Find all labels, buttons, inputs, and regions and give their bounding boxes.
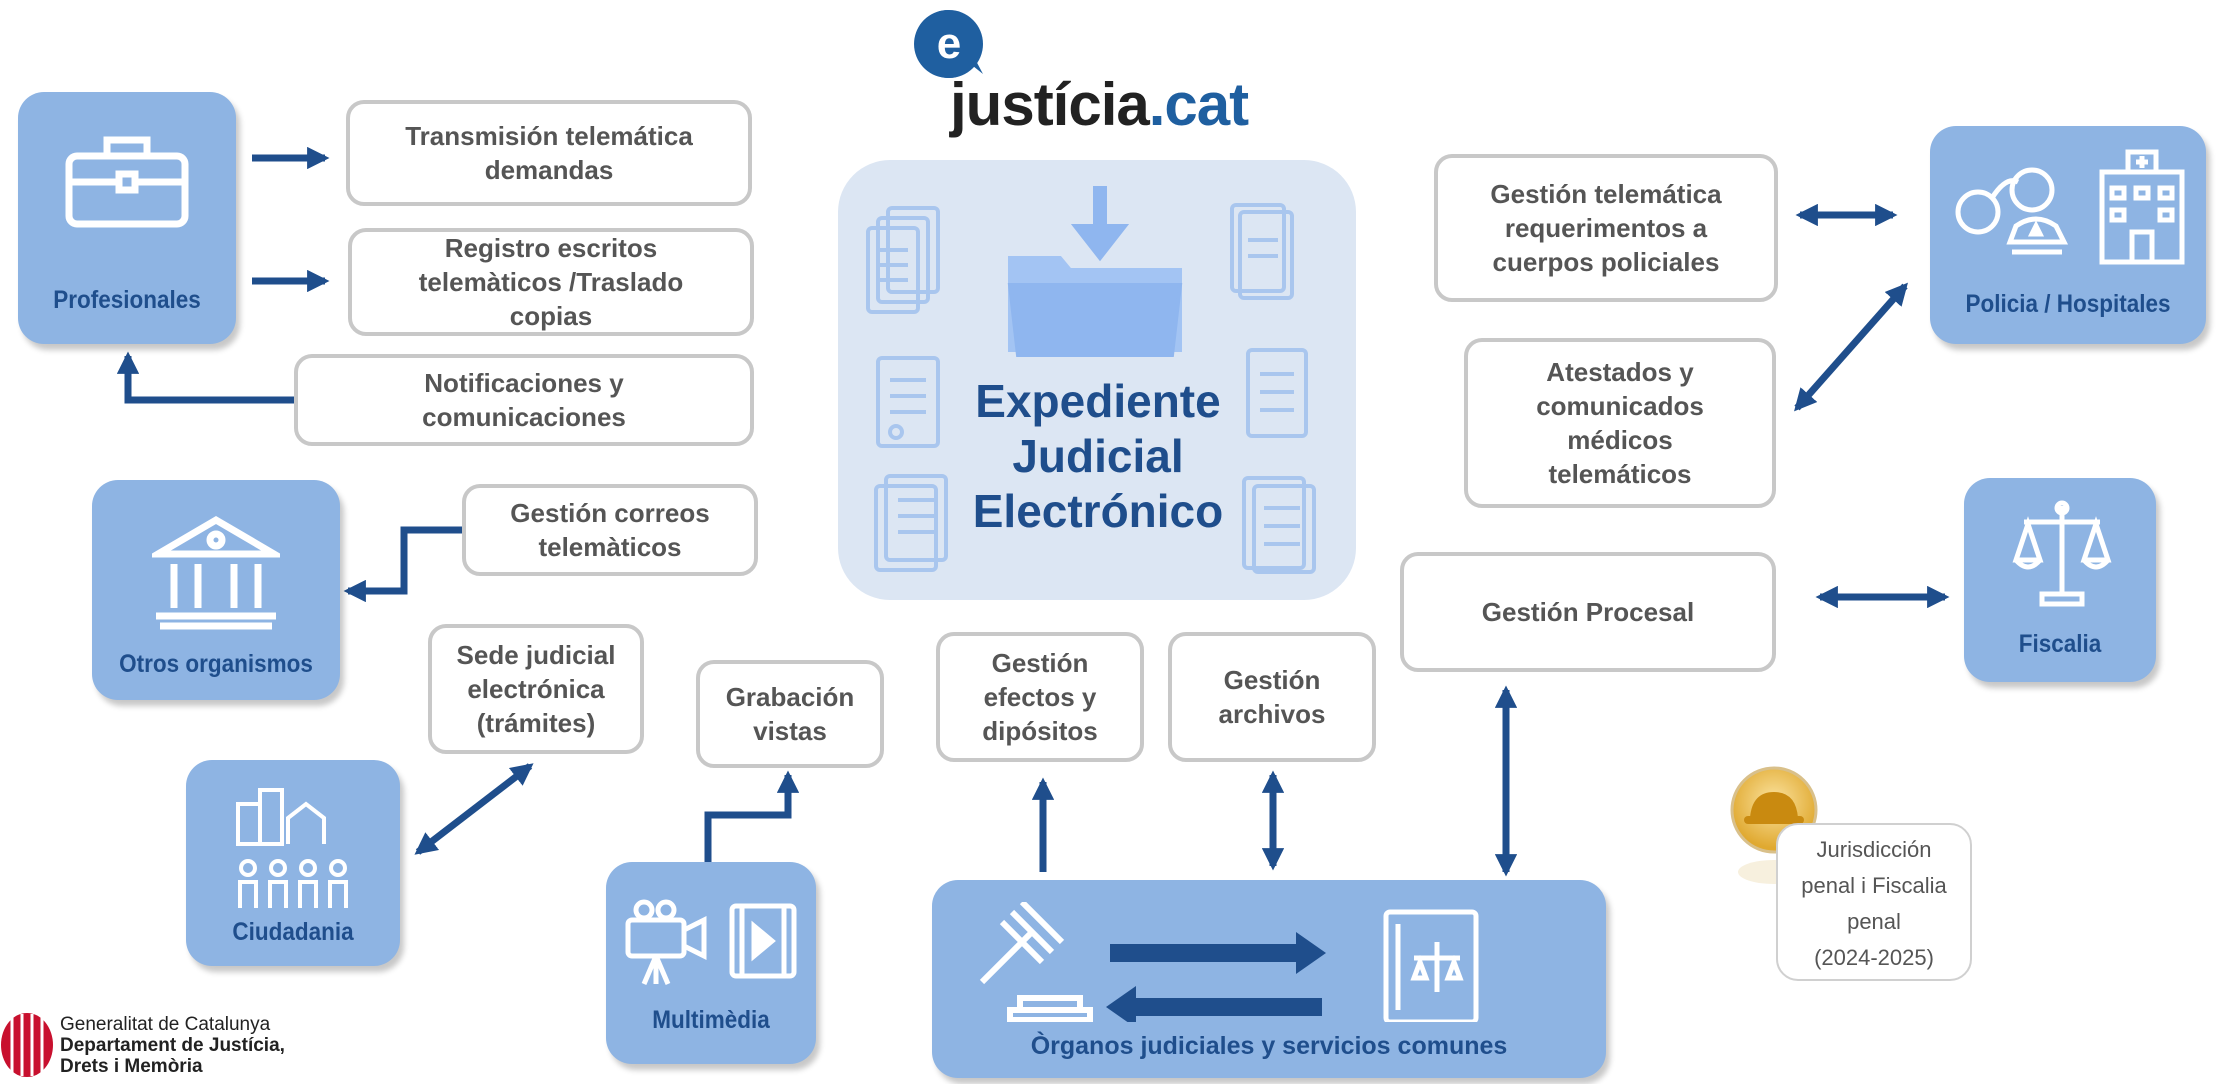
actor-label-policia-hospitales: Policia / Hospitales (1965, 290, 2171, 318)
actor-label-fiscalia: Fiscalia (2018, 630, 2102, 658)
court-gavel-law-book-icon (979, 902, 1479, 1022)
process-notificaciones: Notificaciones y comunicaciones (294, 354, 754, 446)
arrow-ciudadania-sede (414, 763, 534, 855)
arrow-atestados-policia (1794, 282, 1908, 412)
actor-multimedia: Multimèdia (606, 862, 816, 1064)
actor-fiscalia: Fiscalia (1964, 478, 2156, 682)
logo-e-letter: e (937, 19, 961, 68)
arrow-multimedia-grabacion (704, 770, 800, 862)
actor-label-otros-organismos: Otros organismos (119, 650, 313, 678)
briefcase-icon (65, 136, 189, 228)
footer-generalitat: Generalitat de Catalunya Departament de … (60, 1014, 285, 1077)
actor-label-profesionales: Profesionales (53, 286, 201, 314)
process-atestados: Atestados y comunicados médicos telemáti… (1464, 338, 1776, 508)
process-efectos: Gestión efectos y dipósitos (936, 632, 1144, 762)
actor-otros-organismos: Otros organismos (92, 480, 340, 700)
actor-label-ciudadania: Ciudadania (232, 918, 354, 946)
process-registro: Registro escritos telemàticos /Traslado … (348, 228, 754, 336)
actor-organos: Òrganos judiciales y servicios comunes (932, 880, 1606, 1078)
phase-badge (1776, 823, 1972, 981)
actor-profesionales: Profesionales (18, 92, 236, 344)
footer-line-3: Drets i Memòria (60, 1056, 203, 1077)
actor-ciudadania: Ciudadania (186, 760, 400, 966)
scales-of-justice-icon (2012, 500, 2112, 607)
process-grabacion: Grabación vistas (696, 660, 884, 768)
actor-label-organos: Òrganos judiciales y servicios comunes (1030, 1032, 1508, 1060)
phase-badge-text: Jurisdicción penal i Fiscalia penal (202… (1801, 837, 1947, 970)
footer-line-1: Generalitat de Catalunya (60, 1014, 271, 1035)
brand-suffix: .cat (1148, 71, 1249, 138)
footer-line-2: Departament de Justícia, (60, 1035, 285, 1056)
arrow-notificaciones-profesionales (116, 351, 296, 404)
ejusticia-logo-icon: e (914, 9, 983, 78)
arrow-correos-otros (343, 526, 464, 603)
government-building-icon (152, 515, 280, 630)
brand-main: justícia (950, 71, 1150, 138)
actor-label-multimedia: Multimèdia (652, 1006, 770, 1034)
video-camera-icon (625, 899, 797, 985)
generalitat-emblem-icon (1, 1013, 53, 1077)
actor-policia-hospitales: Policia / Hospitales (1930, 126, 2206, 344)
process-correos: Gestión correos telemàticos (462, 484, 758, 576)
citizens-icon (236, 788, 348, 908)
brand-logo: justícia.cat (950, 70, 1249, 139)
center-title: Expediente Judicial Electrónico (972, 375, 1224, 537)
process-archivos: Gestión archivos (1168, 632, 1376, 762)
process-requerimentos: Gestión telemática requerimentos a cuerp… (1434, 154, 1778, 302)
process-gestion-procesal: Gestión Procesal (1400, 552, 1776, 672)
process-sede: Sede judicial electrónica (trámites) (428, 624, 644, 754)
process-transmision: Transmisión telemática demandas (346, 100, 752, 206)
police-hospital-icon (1955, 149, 2185, 265)
